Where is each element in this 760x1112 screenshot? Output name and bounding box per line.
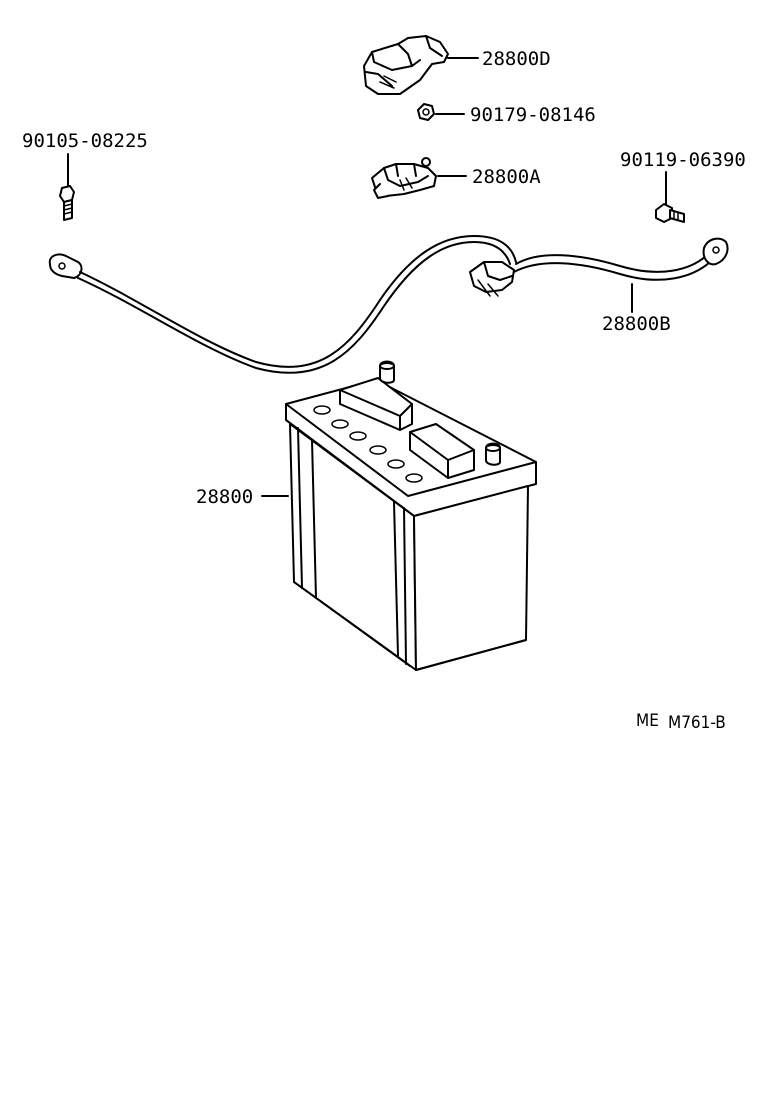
bolt-icon[interactable] [655, 203, 685, 223]
label-90179-08146: 90179-08146 [470, 104, 596, 126]
label-28800D: 28800D [482, 48, 551, 70]
label-90119-06390: 90119-06390 [620, 149, 746, 171]
bolt-icon[interactable] [59, 185, 75, 221]
label-28800B: 28800B [602, 313, 671, 335]
label-28800: 28800 [196, 486, 253, 508]
terminal-clamp-icon[interactable] [371, 157, 437, 199]
terminal-cover-icon[interactable] [363, 35, 449, 95]
reference-code: M761-B [668, 713, 726, 733]
label-90105-08225: 90105-08225 [22, 130, 148, 152]
label-28800A: 28800A [472, 166, 541, 188]
nut-icon[interactable] [417, 103, 435, 121]
battery-cable-icon[interactable] [48, 235, 729, 374]
battery-icon[interactable] [285, 360, 537, 671]
reference-prefix: ME [636, 711, 659, 731]
